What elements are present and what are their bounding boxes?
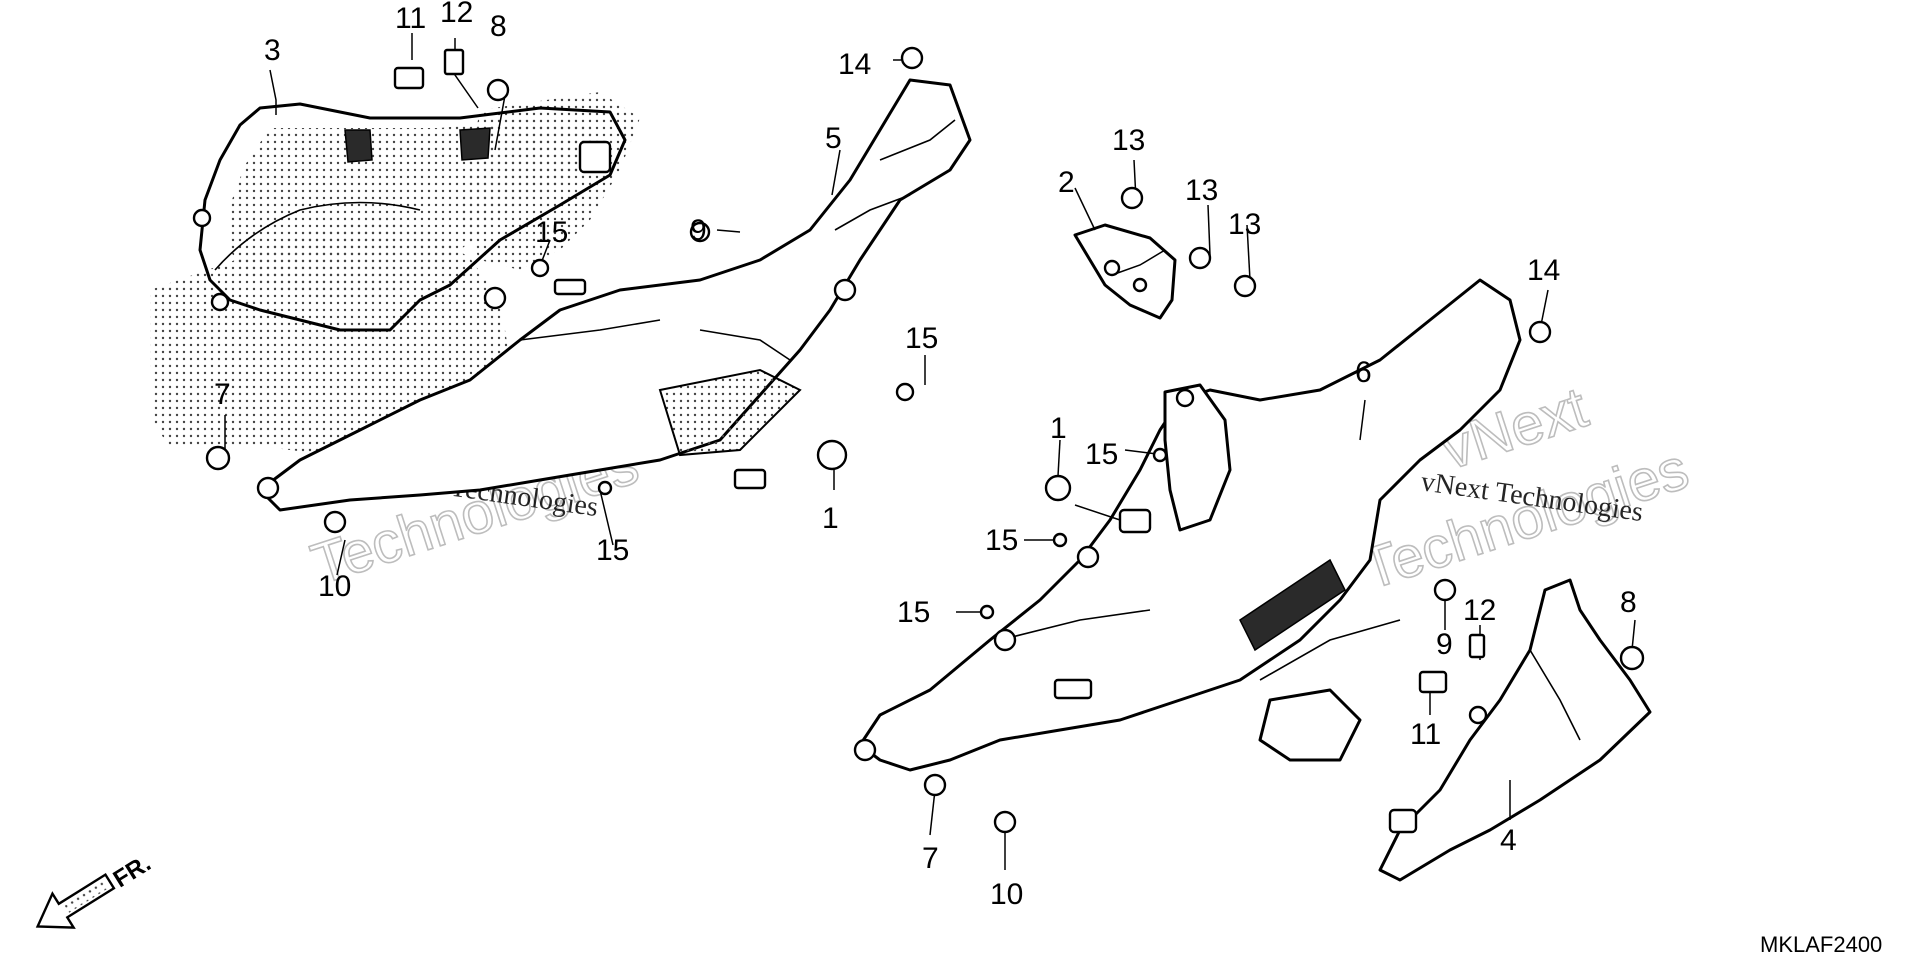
front-label: FR.: [109, 850, 156, 893]
part-5-side-frame: [256, 78, 972, 512]
part-11-clip-nut: [1418, 670, 1448, 694]
leader-lines: [224, 33, 1636, 870]
callout-3: 3: [264, 34, 281, 67]
callout-8: 8: [1620, 586, 1637, 619]
part-7-bolt: [923, 773, 947, 797]
part-13-bolt: [1188, 246, 1212, 270]
part-7-bolt: [205, 445, 231, 471]
part-12-clip: [443, 48, 465, 76]
callout-1: 1: [1050, 412, 1067, 445]
part-9-screw: [689, 221, 711, 243]
callout-9: 9: [690, 214, 707, 247]
callout-14: 14: [1527, 254, 1560, 287]
callout-13: 13: [1228, 208, 1261, 241]
part-12-clip: [1468, 633, 1486, 659]
part-9-screw: [1433, 578, 1457, 602]
callout-9: 9: [1436, 628, 1453, 661]
callout-15: 15: [985, 524, 1018, 557]
callout-11: 11: [1410, 718, 1441, 751]
part-15-screw: [895, 382, 915, 402]
callout-13: 13: [1112, 124, 1145, 157]
part-1-grommet: [1044, 474, 1072, 502]
callout-4: 4: [1500, 824, 1517, 857]
callout-14: 14: [838, 48, 871, 81]
part-10-rivet: [993, 810, 1017, 834]
part-15-screw: [530, 258, 550, 278]
callout-15: 15: [596, 534, 629, 567]
part-11-clip-nut: [393, 66, 425, 90]
callout-11: 11: [395, 2, 426, 35]
callout-6: 6: [1355, 356, 1372, 389]
callout-12: 12: [440, 0, 473, 29]
part-10-rivet: [323, 510, 347, 534]
callout-13: 13: [1185, 174, 1218, 207]
callout-10: 10: [318, 570, 351, 603]
callout-labels: 11 12 8 3 14 5 9 15 15 7 1 10 15 2 13 13…: [214, 0, 1637, 911]
part-13-bolt: [1233, 274, 1257, 298]
part-1-grommet: [816, 439, 848, 471]
callout-2: 2: [1058, 166, 1075, 199]
part-14-bolt: [900, 46, 924, 70]
part-15-screw: [1052, 532, 1068, 548]
diagram-code: MKLAF2400: [1760, 932, 1882, 957]
callout-7: 7: [922, 842, 939, 875]
callout-15: 15: [905, 322, 938, 355]
part-8-screw: [1619, 645, 1645, 671]
part-14-bolt: [1528, 320, 1552, 344]
part-13-bolt: [1120, 186, 1144, 210]
part-6-side-cover: [853, 278, 1522, 772]
callout-10: 10: [990, 878, 1023, 911]
hardware: [205, 46, 1645, 834]
part-8-screw: [486, 78, 510, 102]
callout-1: 1: [822, 502, 839, 535]
callout-5: 5: [825, 122, 842, 155]
callout-8: 8: [490, 10, 507, 43]
part-4-lower-cover: [1378, 578, 1652, 882]
callout-15: 15: [535, 216, 568, 249]
part-15-screw: [1152, 447, 1168, 463]
front-direction-indicator: FR.: [35, 850, 156, 929]
callout-15: 15: [897, 596, 930, 629]
callout-15: 15: [1085, 438, 1118, 471]
callout-7: 7: [214, 378, 231, 411]
part-15-screw: [979, 604, 995, 620]
part-2-bracket: [1073, 223, 1177, 320]
part-15-screw: [597, 480, 613, 496]
callout-12: 12: [1463, 594, 1496, 627]
